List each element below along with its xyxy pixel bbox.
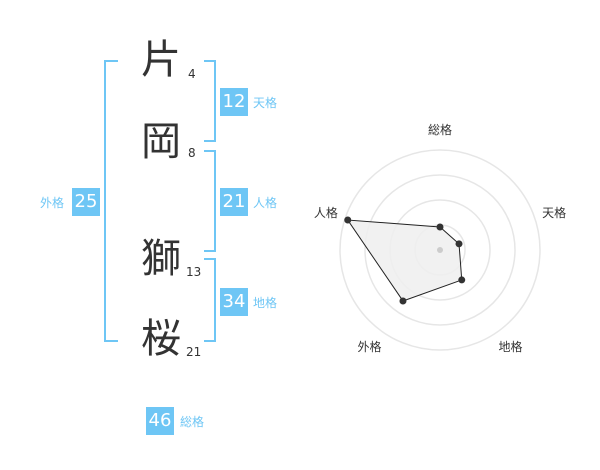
chikaku-label: 地格 xyxy=(253,296,278,310)
gaikaku-bracket xyxy=(104,60,118,342)
tenkaku-label: 天格 xyxy=(253,96,278,110)
stroke-count-2: 8 xyxy=(188,146,196,160)
jinkaku-bracket xyxy=(204,150,216,252)
name-char-2: 岡 xyxy=(141,119,181,165)
gaikaku-label: 外格 xyxy=(40,196,65,210)
tenkaku-value: 12 xyxy=(220,88,248,116)
radar-axis-label: 地格 xyxy=(499,339,523,354)
name-char-3: 獅 xyxy=(141,236,181,282)
radar-center xyxy=(437,247,443,253)
stroke-count-4: 21 xyxy=(186,345,202,359)
radar-axis-label: 人格 xyxy=(314,205,338,220)
radar-point xyxy=(344,216,352,224)
radar-point xyxy=(399,297,407,305)
gaikaku-value: 25 xyxy=(72,188,100,216)
radar-ring xyxy=(339,149,541,351)
tenkaku-bracket xyxy=(204,60,216,142)
name-char-1: 片 xyxy=(141,37,181,83)
jinkaku-value: 21 xyxy=(220,188,248,216)
radar-axis-label: 総格 xyxy=(428,122,452,137)
soukaku-label: 総格 xyxy=(180,415,205,429)
radar-area xyxy=(346,219,463,302)
stroke-count-3: 13 xyxy=(186,265,202,279)
radar-point xyxy=(436,223,444,231)
chikaku-bracket xyxy=(204,258,216,342)
radar-point xyxy=(455,240,463,248)
stroke-count-1: 4 xyxy=(188,67,196,81)
chikaku-value: 34 xyxy=(220,288,248,316)
radar-axis-label: 外格 xyxy=(357,339,381,354)
radar-point xyxy=(458,276,466,284)
radar-axis-label: 天格 xyxy=(542,205,566,220)
radar-ring xyxy=(364,174,516,326)
name-char-4: 桜 xyxy=(141,316,181,362)
jinkaku-label: 人格 xyxy=(253,196,278,210)
soukaku-value: 46 xyxy=(146,407,174,435)
